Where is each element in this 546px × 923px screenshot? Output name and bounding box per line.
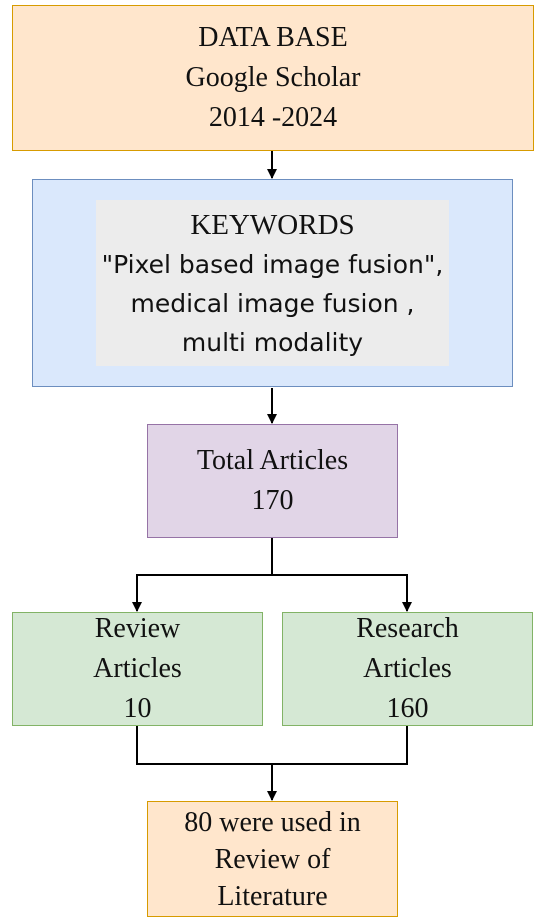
connector-total-to-research <box>272 574 412 612</box>
keywords-text-block: KEYWORDS "Pixel based image fusion", med… <box>95 200 450 366</box>
review-articles-box: Review Articles 10 <box>12 612 263 726</box>
research-articles-box: Research Articles 160 <box>282 612 533 726</box>
connector-review-merge <box>136 726 408 765</box>
research-articles-label-1: Research <box>356 613 459 644</box>
used-in-review-line-2: Review of <box>214 843 331 875</box>
database-source: Google Scholar <box>185 62 361 93</box>
database-years: 2014 -2024 <box>208 102 338 133</box>
used-in-review-line-1: 80 were used in <box>184 806 361 838</box>
review-articles-count: 10 <box>123 693 152 724</box>
used-in-review-box: 80 were used in Review of Literature <box>147 801 398 917</box>
database-label: DATA BASE <box>198 22 348 53</box>
research-articles-label-2: Articles <box>363 653 452 684</box>
keywords-title: KEYWORDS <box>190 209 355 241</box>
total-articles-box: Total Articles 170 <box>147 424 398 538</box>
review-articles-label-1: Review <box>94 613 181 644</box>
connector-total-split <box>132 538 273 612</box>
keyword-3: multi modality <box>181 328 364 357</box>
database-box: DATA BASE Google Scholar 2014 -2024 <box>12 5 534 151</box>
review-articles-label-2: Articles <box>93 653 182 684</box>
keyword-1: "Pixel based image fusion", <box>101 250 444 279</box>
used-in-review-line-3: Literature <box>217 880 328 912</box>
total-articles-count: 170 <box>251 485 294 516</box>
keyword-2: medical image fusion , <box>130 289 415 318</box>
total-articles-label: Total Articles <box>196 445 349 476</box>
research-articles-count: 160 <box>386 693 429 724</box>
keywords-box: KEYWORDS "Pixel based image fusion", med… <box>32 179 513 387</box>
